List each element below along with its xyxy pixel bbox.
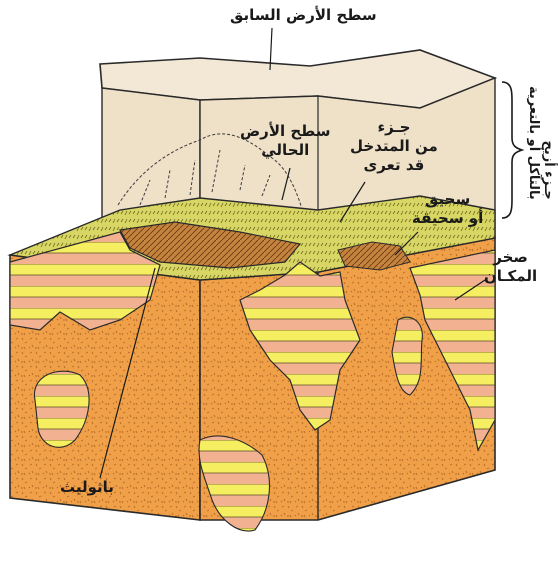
- label-batholith: باثوليث: [60, 478, 114, 497]
- label-removed-part: جـزء أزيح بالتآكل أو بالتعرية: [526, 86, 556, 200]
- label-eroded-intrusion: جـزء من المتدخل قد تعرى: [350, 118, 438, 174]
- label-country-rock: صخر المكـان: [484, 248, 537, 286]
- removed-part-brace: [502, 82, 522, 218]
- label-former-surface: سطح الأرض السابق: [230, 6, 377, 25]
- label-roof-pendant: سحيق أو سحيقة: [412, 190, 483, 228]
- label-current-surface: سطح الأرض الحالي: [240, 122, 331, 160]
